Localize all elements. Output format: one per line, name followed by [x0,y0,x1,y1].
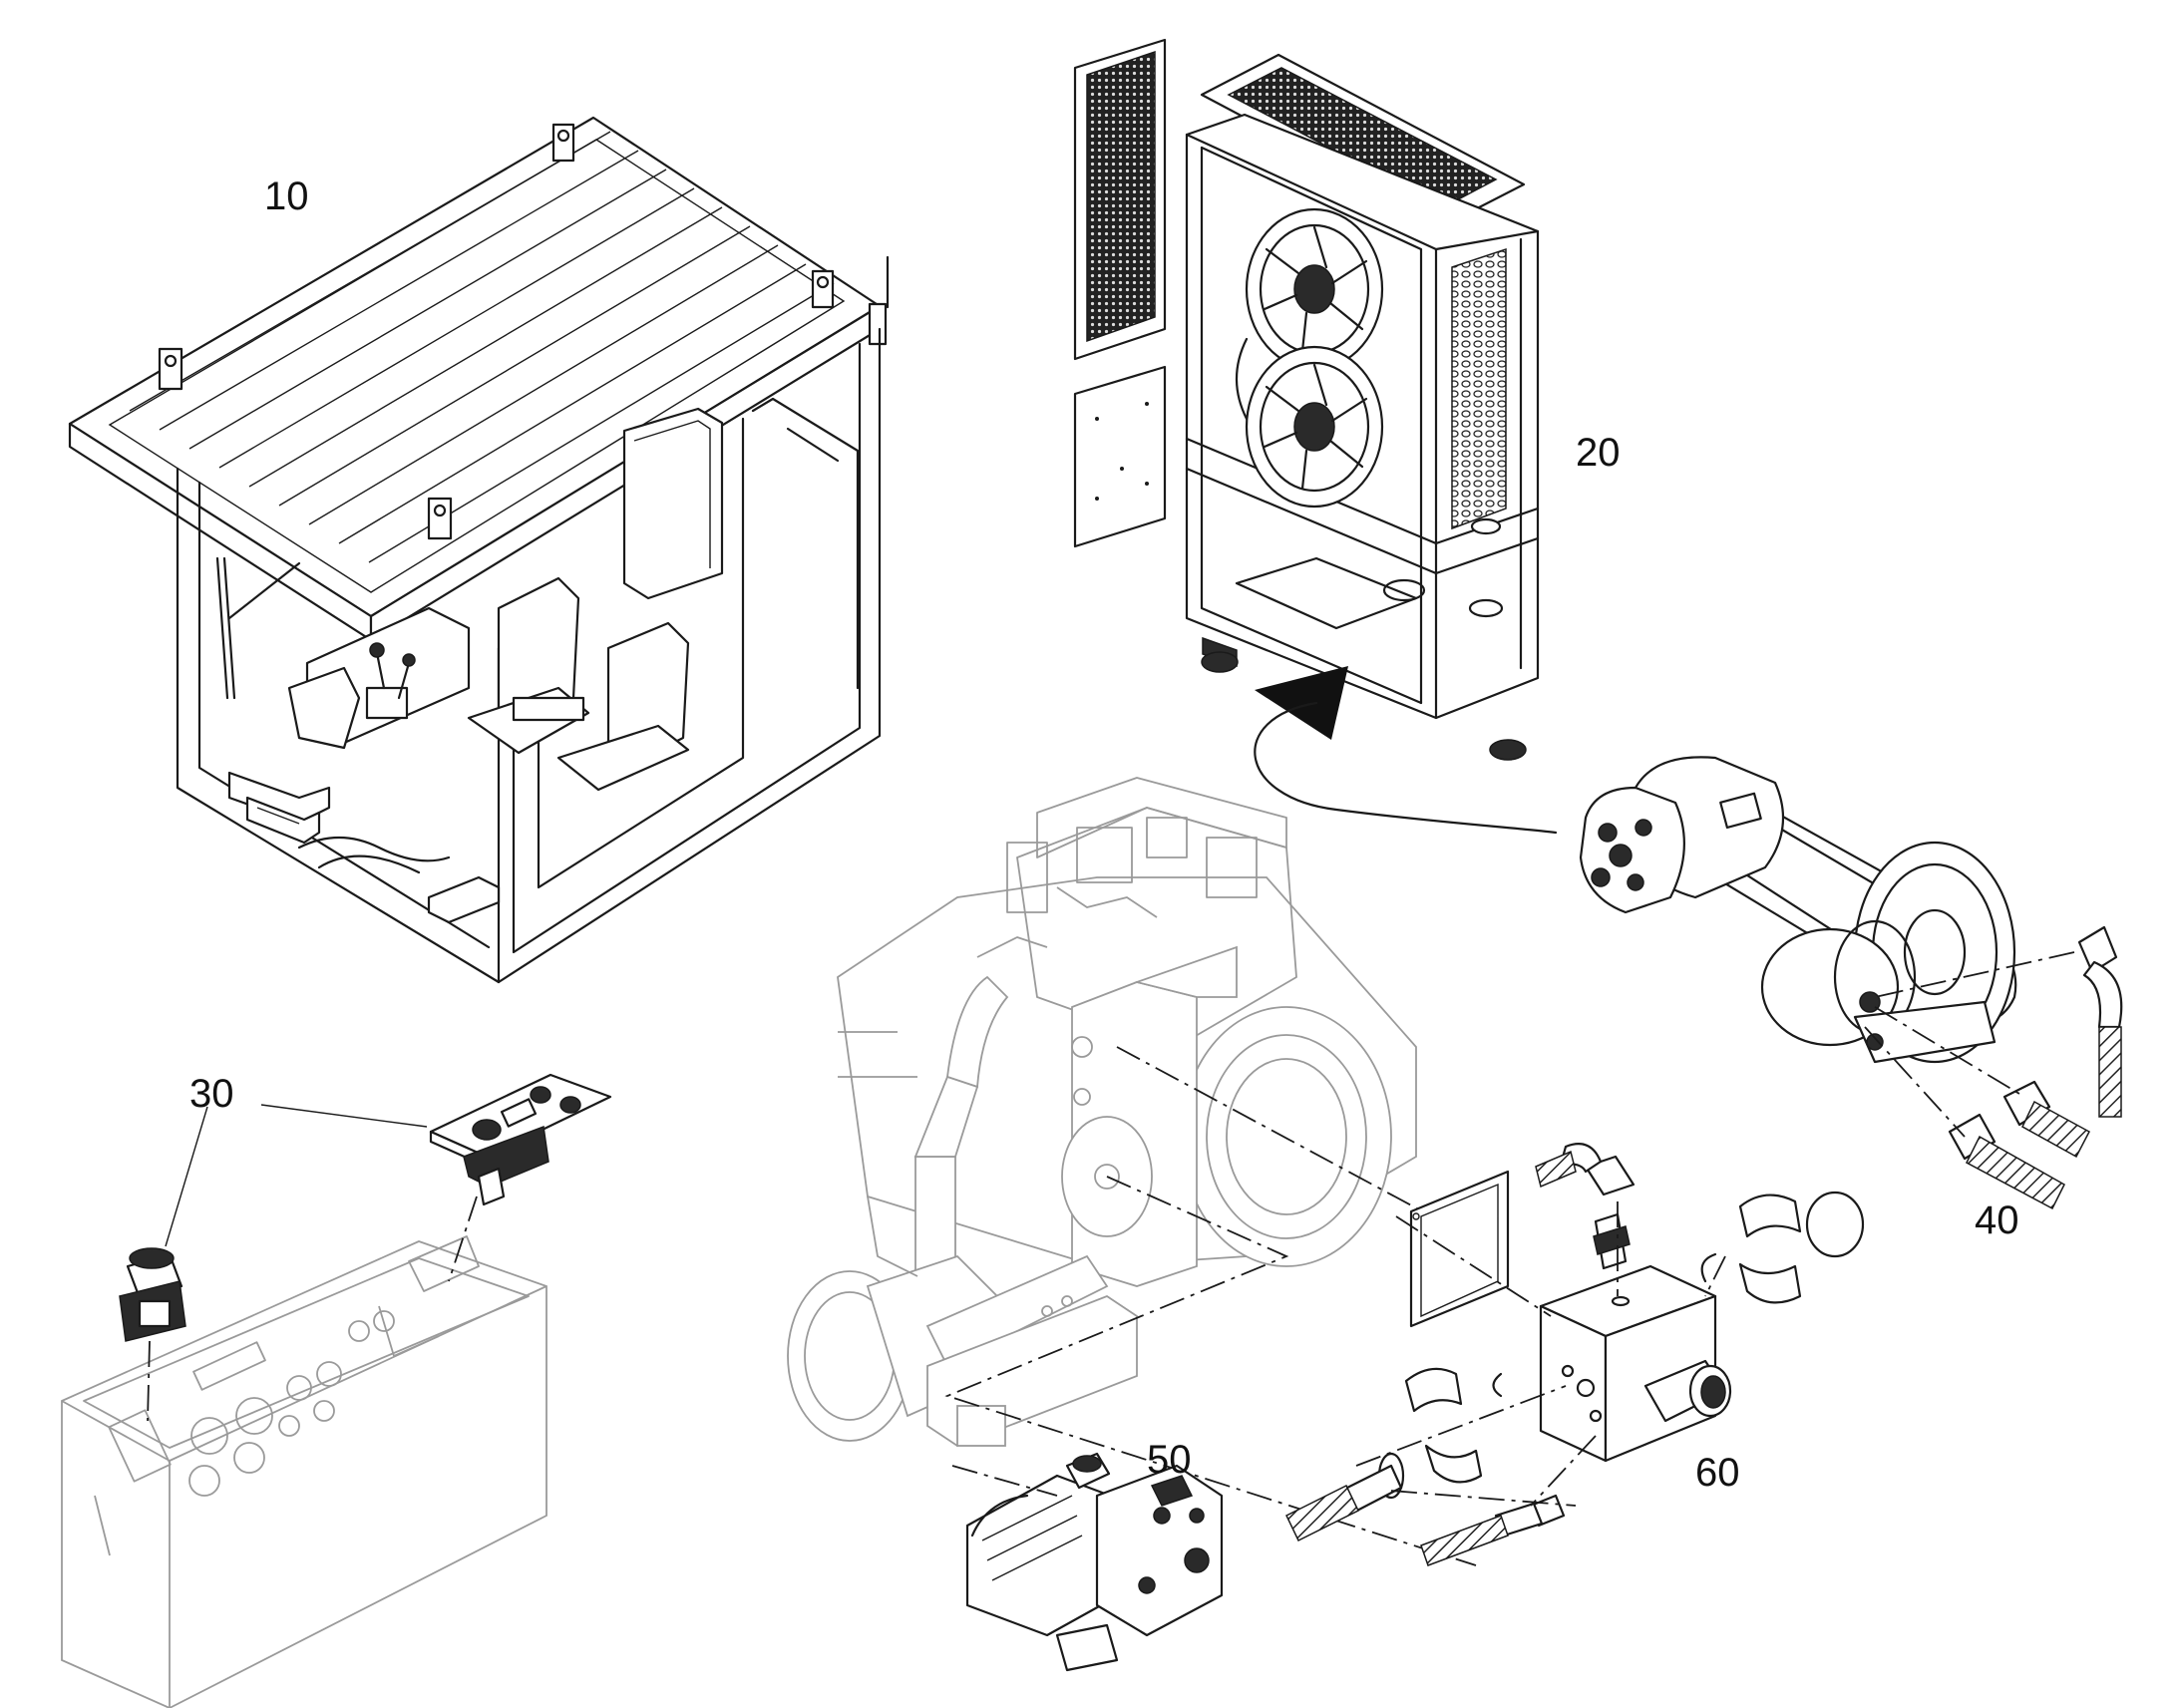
hydraulic-pump [965,1452,1224,1672]
callout-20: 20 [1576,431,1621,475]
engine-transmission-assembly [787,777,1417,1448]
callout-60: 60 [1695,1451,1740,1495]
insertion-arrow [1255,666,1348,740]
operator-cab [68,116,890,984]
callout-40: 40 [1975,1198,2019,1242]
callout-50: 50 [1147,1438,1192,1482]
valve-block [1285,1143,1865,1566]
cooling-unit [1073,38,1540,761]
callout-10: 10 [264,174,309,218]
control-desk [61,1073,612,1708]
callout-30: 30 [189,1072,234,1116]
ac-compressor [1579,756,2123,1210]
